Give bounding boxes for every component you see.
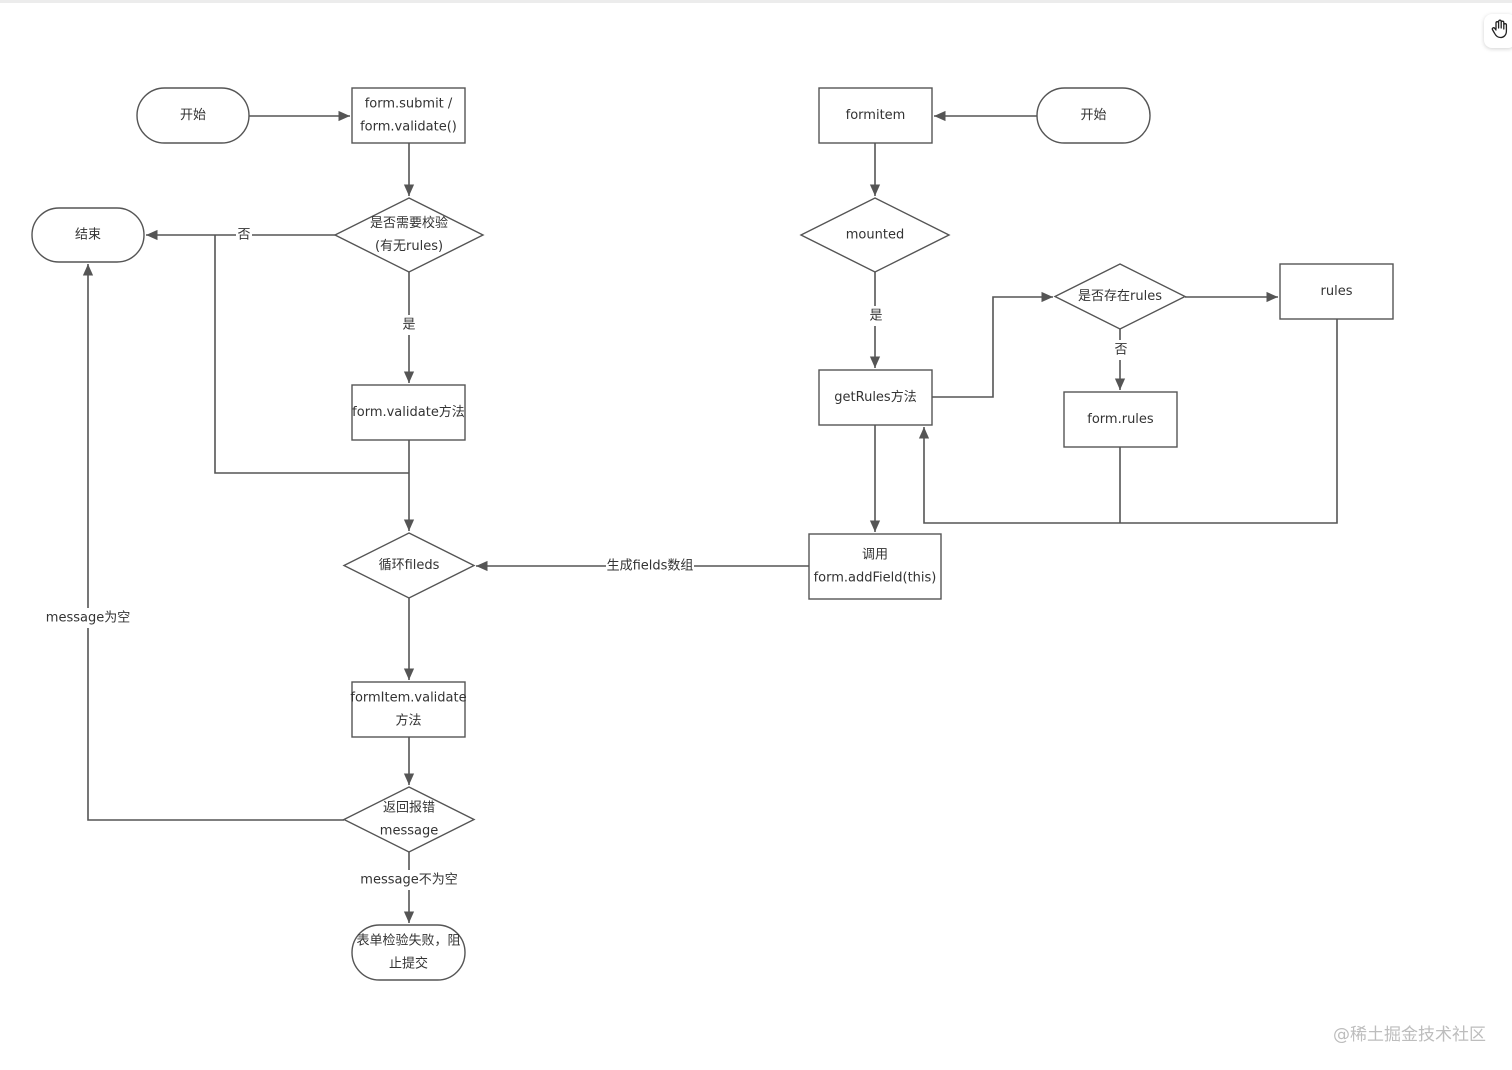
edge-label-bg (606, 556, 694, 576)
node-label: 结束 (75, 228, 101, 243)
node-label: 方法 (395, 713, 421, 729)
node-loop-fields[interactable]: 循环fileds (342, 532, 476, 599)
node-get-rules[interactable]: getRules方法 (818, 369, 933, 426)
node-start-right[interactable]: 开始 (1036, 87, 1151, 144)
watermark: @稀土掘金技术社区 (1333, 1025, 1486, 1045)
node-label: form.validate方法 (352, 404, 465, 420)
process-shape (1279, 263, 1394, 320)
process-shape (351, 87, 466, 144)
top-border (0, 0, 1512, 3)
node-label: mounted (846, 228, 904, 243)
terminal-shape (136, 87, 250, 144)
decision-shape (799, 197, 951, 273)
node-label: 循环fileds (379, 558, 440, 573)
process-shape (808, 533, 942, 600)
edge-label-bg (401, 315, 417, 335)
edge-label-no-left: 否 (237, 228, 250, 243)
process-shape (818, 87, 933, 144)
node-rules[interactable]: rules (1279, 263, 1394, 320)
node-form-submit[interactable]: form.submit / form.validate() (351, 87, 466, 144)
node-label: form.validate() (360, 120, 457, 135)
node-label: 调用 (862, 548, 888, 563)
edge-label-yes-right: 是 (869, 309, 882, 324)
node-label: formitem (846, 108, 906, 123)
terminal-shape (1036, 87, 1151, 144)
process-shape (1063, 391, 1178, 448)
terminal-shape (351, 924, 466, 981)
node-label: message (380, 824, 438, 839)
node-add-field[interactable]: 调用 form.addField(this) (808, 533, 942, 600)
node-label: getRules方法 (834, 389, 916, 405)
edge-label-no-right: 否 (1114, 343, 1127, 358)
edge-label-bg (365, 870, 453, 890)
edge-label-msg-not-empty: message不为空 (360, 873, 457, 888)
node-mounted[interactable]: mounted (799, 197, 951, 273)
decision-shape (1053, 263, 1187, 330)
edge-label-bg (48, 608, 128, 628)
decision-shape (342, 532, 476, 599)
node-label: 返回报错 (383, 801, 435, 816)
edge-label-msg-empty: message为空 (46, 611, 130, 626)
node-need-validate[interactable]: 是否需要校验 (有无rules) (333, 197, 485, 273)
node-label: 止提交 (389, 956, 428, 972)
connector-line (214, 235, 409, 474)
terminal-shape (31, 207, 145, 263)
process-shape (818, 369, 933, 426)
edge-label-bg (236, 225, 252, 245)
node-label: formItem.validate (350, 691, 466, 706)
connector-line (932, 291, 1053, 398)
node-form-rules[interactable]: form.rules (1063, 391, 1178, 448)
node-label: 是否存在rules (1078, 289, 1162, 304)
process-shape (351, 384, 466, 441)
node-label: (有无rules) (375, 239, 443, 254)
node-has-rules[interactable]: 是否存在rules (1053, 263, 1187, 330)
edge-label-yes-left: 是 (402, 318, 415, 333)
node-return-error[interactable]: 返回报错 message (342, 786, 476, 853)
connector-line (918, 319, 1338, 524)
node-label: form.rules (1087, 412, 1154, 427)
edge-label-bg (1113, 340, 1129, 360)
node-formitem[interactable]: formitem (818, 87, 933, 144)
edge-label-gen-fields: 生成fields数组 (607, 559, 694, 574)
node-start-left[interactable]: 开始 (136, 87, 250, 144)
node-label: 是否需要校验 (370, 215, 448, 231)
node-end[interactable]: 结束 (31, 207, 145, 263)
node-form-validate-method[interactable]: form.validate方法 (351, 384, 466, 441)
node-formitem-validate[interactable]: formItem.validate 方法 (350, 681, 467, 738)
decision-shape (333, 197, 485, 273)
node-label: 表单检验失败，阻 (356, 933, 460, 949)
process-shape (351, 681, 466, 738)
node-label: 开始 (180, 108, 206, 123)
edge-label-bg (868, 306, 884, 326)
hand-icon (1491, 19, 1509, 43)
connector-line (82, 264, 344, 821)
hand-tool-button[interactable] (1484, 14, 1512, 48)
node-label: form.submit / (365, 97, 453, 112)
node-label: 开始 (1080, 108, 1106, 123)
node-label: rules (1321, 284, 1353, 299)
decision-shape (342, 786, 476, 853)
node-label: form.addField(this) (814, 571, 937, 586)
